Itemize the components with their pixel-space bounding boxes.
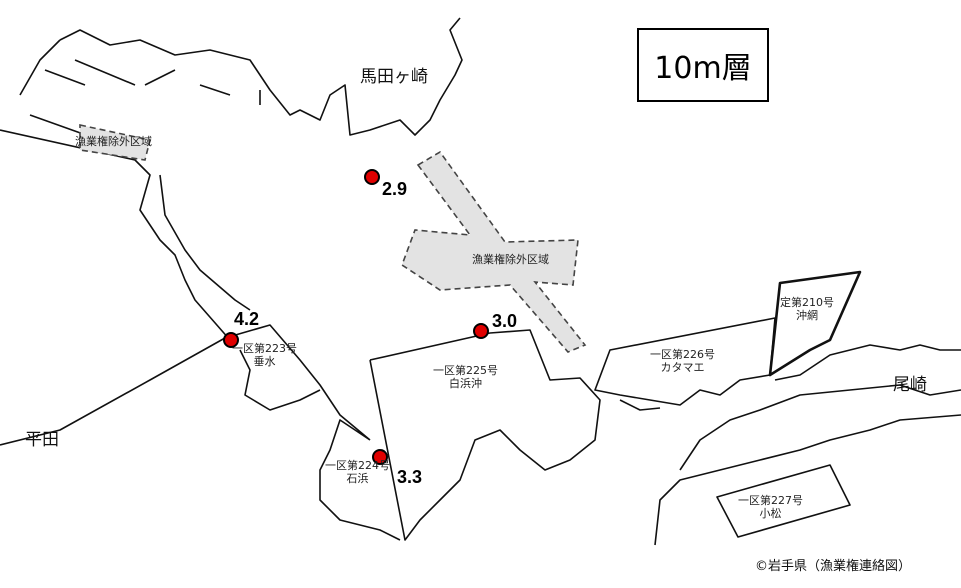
place-ozaki: 尾崎 <box>893 375 927 395</box>
station-value-2: 4.2 <box>234 309 260 329</box>
area-label-224: 一区第224号石浜 <box>325 459 390 485</box>
place-heita: 平田 <box>25 430 59 450</box>
area-label-226: 一区第226号カタマエ <box>650 348 715 374</box>
layer-title: 10m層 <box>637 28 769 102</box>
area-id: 定第210号 <box>780 296 834 309</box>
area-boundary-210 <box>768 270 862 377</box>
area-id: 一区第224号 <box>325 459 390 472</box>
area-name: 沖網 <box>796 309 818 322</box>
area-label-223: 一区第223号垂水 <box>232 342 297 368</box>
area-name: 垂水 <box>253 355 276 368</box>
area-name: 小松 <box>759 507 782 520</box>
area-id: 一区第227号 <box>738 494 803 507</box>
harbor-structure <box>19 39 261 146</box>
area-name: 石浜 <box>346 472 369 485</box>
station-marker-1 <box>364 169 380 185</box>
coastline-southwest <box>0 324 401 541</box>
coastline-ozaki <box>619 344 961 546</box>
coastline-north <box>0 17 463 341</box>
exclusion-zone-harbor <box>79 124 151 161</box>
place-magasaki: 馬田ヶ崎 <box>360 67 428 87</box>
area-boundary-227 <box>716 464 851 538</box>
station-value-1: 2.9 <box>382 179 408 199</box>
area-boundary-225 <box>369 329 601 541</box>
exclusion-label-harbor: 漁業権除外区域 <box>75 135 152 148</box>
area-boundary-226 <box>594 317 776 406</box>
area-name: カタマエ <box>660 361 705 374</box>
area-label-227: 一区第227号小松 <box>738 494 803 520</box>
exclusion-label-offshore: 漁業権除外区域 <box>472 253 549 266</box>
area-label-225: 一区第225号白浜沖 <box>433 364 498 390</box>
area-id: 一区第225号 <box>433 364 498 377</box>
station-marker-4 <box>372 449 388 465</box>
station-marker-2 <box>223 332 239 348</box>
area-id: 一区第226号 <box>650 348 715 361</box>
exclusion-zone-offshore <box>401 150 587 353</box>
station-value-3: 3.0 <box>492 311 518 331</box>
station-value-4: 3.3 <box>397 467 423 487</box>
map-credit: ©岩手県（漁業権連絡図） <box>755 559 912 574</box>
area-label-210: 定第210号沖網 <box>780 296 834 322</box>
area-id: 一区第223号 <box>232 342 297 355</box>
station-marker-3 <box>473 323 489 339</box>
area-name: 白浜沖 <box>449 377 482 390</box>
